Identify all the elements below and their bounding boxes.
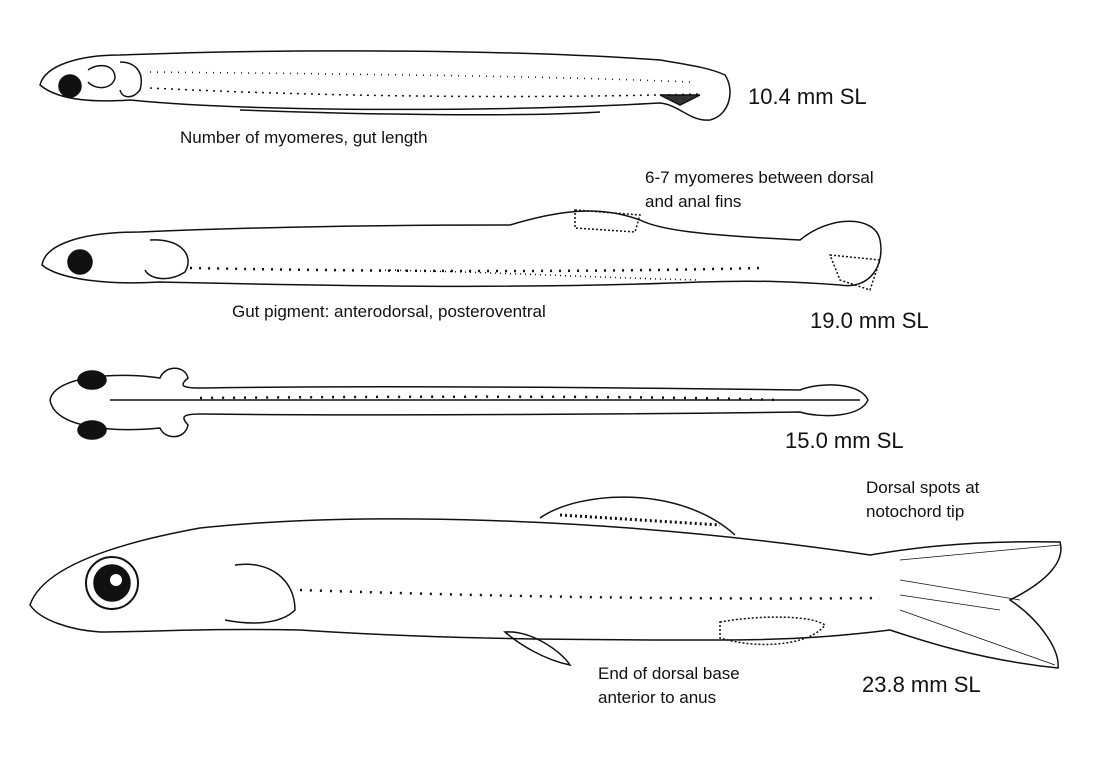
larva-10-4mm	[39, 50, 731, 121]
note-myomeres-gut: Number of myomeres, gut length	[180, 128, 428, 147]
note-dorsal-spots-line1: Dorsal spots at	[866, 478, 980, 497]
larva-19-0mm	[41, 209, 882, 291]
note-fins-line1: 6-7 myomeres between dorsal	[645, 168, 874, 187]
eye	[58, 74, 82, 98]
note-dorsal-spots-line2: notochord tip	[866, 502, 965, 521]
note-dorsal-base-line2: anterior to anus	[598, 688, 717, 707]
eye-right	[77, 420, 107, 440]
size-label-23-8: 23.8 mm SL	[862, 672, 981, 697]
larva-15-0mm-dorsal	[49, 367, 869, 440]
size-label-19-0: 19.0 mm SL	[810, 308, 929, 333]
size-label-15-0: 15.0 mm SL	[785, 428, 904, 453]
size-label-10-4: 10.4 mm SL	[748, 84, 867, 109]
larva-23-8mm	[29, 496, 1062, 669]
eye	[67, 249, 93, 275]
eye	[85, 556, 139, 610]
note-gut-pigment: Gut pigment: anterodorsal, posteroventra…	[232, 302, 546, 321]
note-dorsal-base-line1: End of dorsal base	[598, 664, 740, 683]
note-fins-line2: and anal fins	[645, 192, 742, 211]
eye-left	[77, 370, 107, 390]
